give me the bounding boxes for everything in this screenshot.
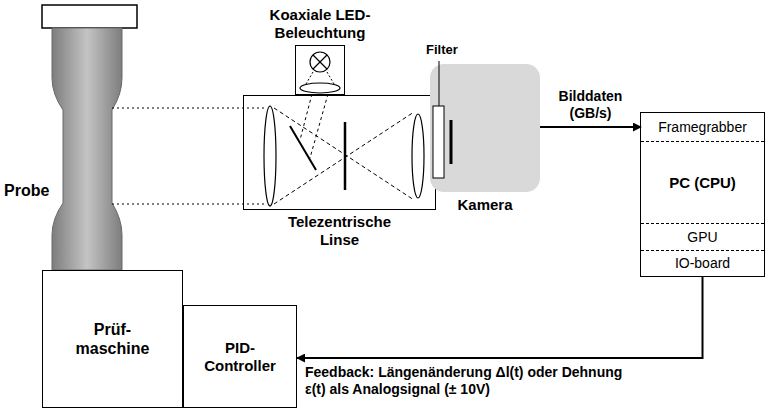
edge-label: Bilddaten (GB/s) [546, 88, 636, 122]
condenser-lens [300, 83, 340, 93]
node-text: Framegrabber [658, 119, 747, 136]
telecentric-lens-tube: Telezentrische Linse [243, 95, 436, 210]
pc-section: Framegrabber [641, 113, 764, 141]
node-text: Prüf- maschine [68, 320, 158, 358]
node-text: Kamera [435, 196, 535, 214]
node-text: IO-board [675, 255, 730, 272]
filter-symbol [433, 106, 444, 178]
leader-line [439, 61, 440, 106]
node-text: PC (CPU) [669, 174, 736, 192]
filter-label: Filter [426, 42, 458, 58]
camera-internals [430, 64, 540, 192]
front-lens [264, 106, 276, 206]
pc-section: GPU [641, 223, 764, 250]
specimen-grip [42, 5, 137, 28]
image-sensor [450, 120, 453, 164]
light-ray [327, 72, 334, 84]
lamp-symbol [310, 52, 330, 72]
arrow-connector [540, 126, 641, 128]
testing-machine-box: Prüf- maschine [42, 270, 183, 408]
image-ray [274, 108, 414, 200]
node-text: PID-Controller [192, 339, 288, 375]
image-ray [274, 112, 414, 204]
pc-box: Framegrabber PC (CPU) GPU IO-board [640, 112, 765, 277]
light-ray [300, 94, 312, 140]
specimen-label: Probe [4, 181, 49, 200]
pid-controller-box: PID-Controller [183, 305, 297, 408]
lamp-symbol [313, 55, 327, 69]
node-text: GPU [687, 229, 717, 246]
light-ray [310, 94, 328, 158]
tensile-specimen [52, 28, 122, 270]
pc-section: IO-board [641, 250, 764, 276]
node-text: Koaxiale LED-Beleuchtung [256, 6, 384, 42]
node-text: Telezentrische Linse [270, 213, 410, 249]
arrow-connector [297, 276, 703, 358]
light-ray [306, 72, 313, 84]
rear-lens [412, 114, 424, 198]
camera-body: Kamera [430, 64, 540, 192]
aperture [344, 122, 347, 190]
pc-section: PC (CPU) [641, 141, 764, 223]
lamp-symbol [313, 55, 327, 69]
edge-label: Feedback: Längenänderung Δl(t) oder Dehn… [305, 364, 635, 398]
led-housing: Koaxiale LED-Beleuchtung [295, 45, 345, 95]
